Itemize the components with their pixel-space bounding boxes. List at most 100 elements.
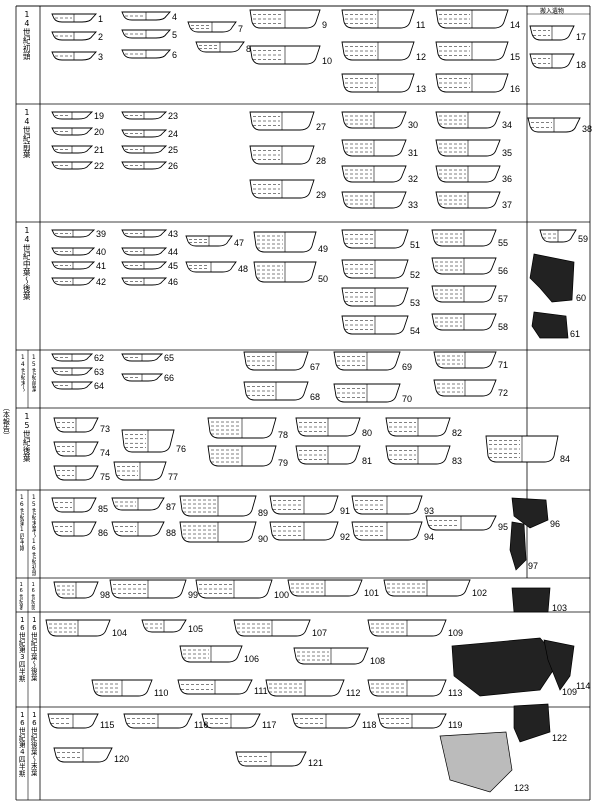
- specimen-number-117: 117: [262, 720, 277, 730]
- specimen-number-59: 59: [578, 234, 589, 244]
- specimen-number-115: 115: [100, 720, 115, 730]
- specimen-number-29: 29: [316, 190, 327, 200]
- vessel-24: [121, 129, 168, 138]
- specimen-number-20: 20: [94, 127, 105, 137]
- specimen-number-22: 22: [94, 161, 105, 171]
- specimen-number-109: 109: [562, 687, 578, 697]
- vessel-55: [431, 229, 497, 247]
- vessel-110: [91, 679, 153, 697]
- specimen-number-62: 62: [94, 353, 105, 363]
- specimen-number-113: 113: [448, 688, 463, 698]
- specimen-number-100: 100: [274, 590, 290, 600]
- specimen-number-28: 28: [316, 156, 327, 166]
- vessel-30: [341, 111, 407, 129]
- vessel-40: [51, 247, 96, 256]
- vessel-68: [243, 381, 309, 401]
- header-carried-in-artifacts: 搬入遺物: [540, 8, 565, 15]
- specimen-number-32: 32: [408, 174, 419, 184]
- vessel-70: [333, 383, 401, 403]
- specimen-number-75: 75: [100, 472, 111, 482]
- vessel-22: [51, 161, 94, 170]
- vessel-23: [121, 111, 168, 120]
- vessel-121: [235, 751, 307, 767]
- period-sublabel-7: 16世紀前葉: [30, 582, 36, 610]
- vessel-115: [47, 713, 99, 729]
- vessel-4: [121, 11, 172, 21]
- vessel-31: [341, 139, 407, 157]
- vessel-7: [187, 21, 237, 33]
- vessel-104: [45, 619, 111, 637]
- sherd-60: [529, 253, 575, 303]
- vessel-21: [51, 145, 94, 154]
- vessel-9: [249, 9, 321, 29]
- specimen-number-56: 56: [498, 266, 509, 276]
- specimen-number-110: 110: [154, 688, 169, 698]
- vessel-15: [435, 41, 509, 61]
- specimen-number-81: 81: [362, 456, 373, 466]
- vessel-106: [179, 645, 243, 663]
- specimen-number-54: 54: [410, 326, 421, 336]
- period-label-6: 16世紀第1四半期: [18, 494, 25, 551]
- vessel-59: [539, 229, 577, 243]
- specimen-number-43: 43: [168, 229, 179, 239]
- specimen-number-9: 9: [322, 20, 328, 30]
- specimen-number-23: 23: [168, 111, 179, 121]
- specimen-number-84: 84: [560, 454, 571, 464]
- vessel-107: [233, 619, 311, 637]
- specimen-number-41: 41: [96, 261, 107, 271]
- specimen-number-123: 123: [514, 783, 530, 793]
- vessel-17: [529, 25, 575, 41]
- vessel-100: [195, 579, 273, 599]
- vessel-47: [185, 235, 233, 247]
- specimen-number-85: 85: [98, 504, 109, 514]
- sherd-123: [439, 731, 513, 793]
- specimen-number-35: 35: [502, 148, 513, 158]
- specimen-number-45: 45: [168, 261, 179, 271]
- specimen-number-83: 83: [452, 456, 463, 466]
- vessel-49: [253, 231, 317, 253]
- specimen-number-74: 74: [100, 448, 111, 458]
- period-label-4: 14世紀末〜: [19, 354, 26, 392]
- specimen-number-33: 33: [408, 200, 419, 210]
- vessel-38: [527, 117, 581, 133]
- vessel-26: [121, 161, 168, 170]
- vessel-77: [113, 461, 167, 481]
- specimen-number-38: 38: [582, 124, 593, 134]
- vessel-90: [179, 521, 257, 543]
- vessel-45: [121, 261, 168, 270]
- specimen-number-88: 88: [166, 528, 177, 538]
- vessel-32: [341, 165, 407, 183]
- specimen-number-92: 92: [340, 532, 351, 542]
- specimen-number-10: 10: [322, 56, 333, 66]
- specimen-number-50: 50: [318, 274, 329, 284]
- vessel-46: [121, 277, 168, 286]
- vessel-65: [121, 353, 164, 362]
- vessel-56: [431, 257, 497, 275]
- vessel-58: [431, 313, 497, 331]
- specimen-number-64: 64: [94, 381, 105, 391]
- specimen-number-21: 21: [94, 145, 105, 155]
- specimen-number-118: 118: [362, 720, 377, 730]
- vessel-86: [51, 521, 97, 537]
- specimen-number-95: 95: [498, 522, 509, 532]
- specimen-number-51: 51: [410, 240, 421, 250]
- specimen-number-39: 39: [96, 229, 107, 239]
- vessel-44: [121, 247, 168, 256]
- specimen-number-31: 31: [408, 148, 419, 158]
- specimen-number-7: 7: [238, 24, 244, 34]
- period-label-2: 14世紀前葉: [22, 108, 31, 158]
- sherd-61: [531, 311, 569, 339]
- vessel-52: [341, 259, 409, 279]
- vessel-119: [377, 713, 447, 729]
- specimen-number-80: 80: [362, 428, 373, 438]
- specimen-number-27: 27: [316, 122, 327, 132]
- vessel-94: [351, 521, 423, 541]
- specimen-number-17: 17: [576, 32, 587, 42]
- vessel-108: [293, 647, 369, 665]
- sherd-97: [509, 521, 527, 571]
- vessel-51: [341, 229, 409, 249]
- specimen-number-25: 25: [168, 145, 179, 155]
- vessel-27: [249, 111, 315, 131]
- specimen-number-86: 86: [98, 528, 109, 538]
